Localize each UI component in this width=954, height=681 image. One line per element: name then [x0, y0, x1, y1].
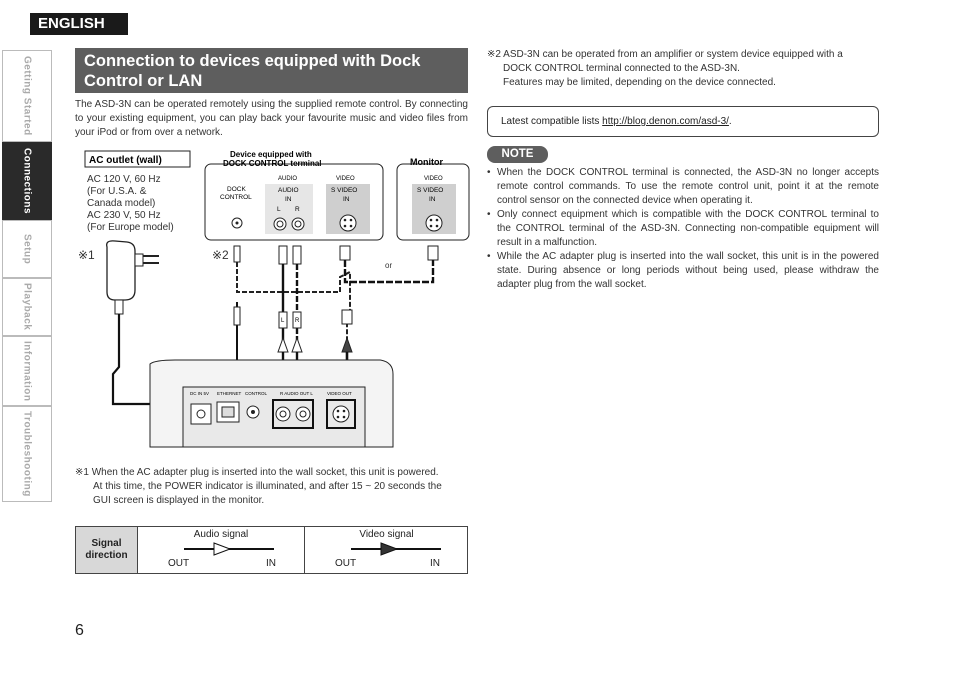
note-badge: NOTE: [487, 146, 548, 163]
asd-3n-rear-panel: DC IN 5V ETHERNET CONTROL R AUDIO OUT L …: [149, 359, 394, 448]
mark-1: ※1: [78, 248, 95, 262]
compat-link[interactable]: http://blog.denon.com/asd-3/: [602, 116, 729, 127]
ac-spec-line: (For Europe model): [87, 222, 174, 233]
audio-out-label: OUT: [168, 558, 190, 569]
device-title: Device equipped with: [230, 150, 312, 159]
note-item: When the DOCK CONTROL terminal is connec…: [487, 166, 879, 208]
ac-outlet-label: AC outlet (wall): [89, 155, 162, 166]
footnote-line: GUI screen is displayed in the monitor.: [93, 495, 265, 506]
audio-in-label: AUDIO: [278, 187, 299, 194]
signal-direction-table: Signal direction Audio signal OUT IN Vid…: [75, 526, 468, 574]
tab-setup[interactable]: Setup: [2, 220, 52, 278]
language-tab[interactable]: ENGLISH: [30, 13, 128, 35]
ac-spec-line: AC 120 V, 60 Hz: [87, 174, 161, 185]
dc-in-jack: [196, 409, 206, 419]
footnote-1: ※1 When the AC adapter plug is inserted …: [75, 466, 468, 508]
video-group-label: VIDEO: [336, 176, 355, 182]
compat-suffix: .: [728, 116, 732, 127]
audio-group-label: AUDIO: [278, 176, 297, 182]
tab-getting-started[interactable]: Getting Started: [2, 50, 52, 142]
page-number: 6: [75, 622, 84, 639]
footnote-line: Features may be limited, depending on th…: [503, 77, 776, 88]
intro-paragraph: The ASD-3N can be operated remotely usin…: [75, 99, 468, 138]
ac-adapter-icon: [106, 240, 159, 315]
video-signal-arrow-icon: [351, 542, 441, 556]
plug-tag-r: R: [295, 318, 300, 324]
svideo-in-label: IN: [343, 196, 350, 203]
video-signal-cell: Video signal OUT IN: [305, 527, 468, 573]
connection-diagram: AC outlet (wall) AC 120 V, 60 Hz (For U.…: [78, 150, 470, 448]
monitor-svideo-label: IN: [429, 196, 436, 203]
audio-signal-cell: Audio signal OUT IN: [138, 527, 305, 573]
monitor-svideo-label: S VIDEO: [417, 187, 443, 194]
monitor-svideo-jack: [425, 214, 443, 232]
compat-prefix: Latest compatible lists: [501, 116, 603, 127]
video-out-label: VIDEO OUT: [327, 391, 352, 396]
ac-spec-line: (For U.S.A. &: [87, 186, 147, 197]
note-item: Only connect equipment which is compatib…: [487, 208, 879, 250]
footnote-line: ※2 ASD-3N can be operated from an amplif…: [487, 49, 843, 60]
plug-tag-l: L: [281, 318, 285, 324]
audio-in-panel: [265, 184, 313, 234]
monitor-title: Monitor: [410, 157, 443, 167]
left-label: L: [277, 206, 281, 213]
video-signal-heading: Video signal: [359, 529, 414, 540]
video-in-label: IN: [430, 558, 440, 569]
compatible-list-box: Latest compatible lists http://blog.deno…: [487, 106, 879, 137]
video-out-label: OUT: [335, 558, 357, 569]
ac-spec-line: AC 230 V, 50 Hz: [87, 210, 161, 221]
svideo-out-jack: [332, 405, 350, 423]
ac-outlet-label-box: [84, 150, 191, 168]
mark-2: ※2: [212, 248, 229, 262]
or-label: or: [385, 261, 392, 270]
audio-in-label: IN: [285, 196, 292, 203]
footnote-2: ※2 ASD-3N can be operated from an amplif…: [487, 48, 879, 90]
svideo-in-label: S VIDEO: [331, 187, 357, 194]
dock-control-label: DOCK: [227, 186, 246, 193]
device-title: DOCK CONTROL terminal: [223, 159, 322, 168]
right-label: R: [295, 206, 300, 213]
tab-troubleshooting[interactable]: Troubleshooting: [2, 406, 52, 502]
note-item: While the AC adapter plug is inserted in…: [487, 250, 879, 292]
control-label: CONTROL: [245, 391, 267, 396]
footnote-line: At this time, the POWER indicator is ill…: [93, 481, 442, 492]
signal-direction-label: Signal direction: [76, 527, 138, 573]
dock-control-label: CONTROL: [220, 194, 252, 201]
audio-in-label: IN: [266, 558, 276, 569]
tab-playback[interactable]: Playback: [2, 278, 52, 336]
svideo-jack: [339, 214, 357, 232]
audio-signal-arrow-icon: [184, 542, 274, 556]
section-title: Connection to devices equipped with Dock…: [75, 48, 468, 93]
audio-out-label: R AUDIO OUT L: [280, 391, 313, 396]
ac-spec-line: Canada model): [87, 198, 155, 209]
audio-signal-heading: Audio signal: [193, 529, 249, 540]
tab-information[interactable]: Information: [2, 336, 52, 406]
ethernet-label: ETHERNET: [217, 391, 242, 396]
tab-connections[interactable]: Connections: [2, 142, 52, 220]
footnote-line: DOCK CONTROL terminal connected to the A…: [503, 63, 740, 74]
dc-in-label: DC IN 5V: [190, 391, 209, 396]
footnote-line: ※1 When the AC adapter plug is inserted …: [75, 467, 439, 478]
monitor-video-label: VIDEO: [424, 176, 443, 182]
note-list: When the DOCK CONTROL terminal is connec…: [487, 166, 879, 292]
